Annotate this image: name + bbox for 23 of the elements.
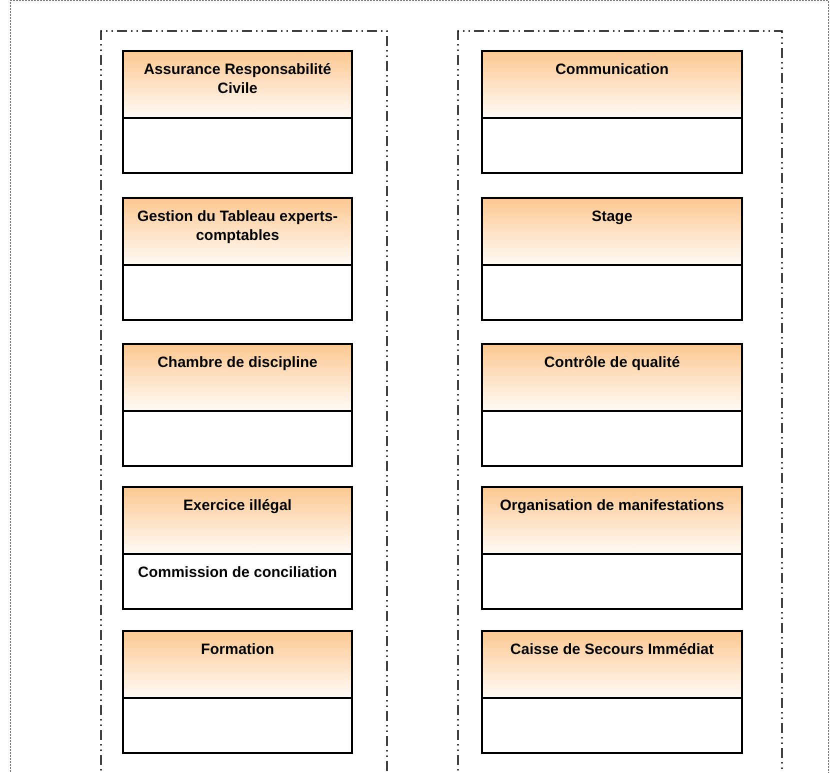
class-box — [122, 486, 353, 610]
box-title: Contrôle de qualité — [543, 353, 681, 372]
class-box — [481, 630, 743, 754]
box-title: Formation — [200, 640, 276, 659]
box-title: Assurance Responsabilité Civile — [142, 60, 332, 98]
box-title: Stage — [590, 207, 634, 226]
class-box — [122, 343, 353, 467]
class-box — [481, 197, 743, 321]
box-title: Gestion du Tableau experts-comptables — [136, 207, 339, 245]
group-border — [100, 30, 388, 773]
box-title: Communication — [554, 60, 670, 79]
class-box — [122, 197, 353, 321]
box-title: Chambre de discipline — [156, 353, 319, 372]
class-box — [122, 50, 353, 174]
box-body-text: Commission de conciliation — [136, 563, 338, 582]
box-title: Exercice illégal — [182, 496, 293, 515]
class-box — [481, 486, 743, 610]
class-box — [481, 343, 743, 467]
box-title: Caisse de Secours Immédiat — [509, 640, 715, 659]
class-box — [122, 630, 353, 754]
class-box — [481, 50, 743, 174]
box-title: Organisation de manifestations — [498, 496, 726, 515]
group-border — [457, 30, 783, 773]
